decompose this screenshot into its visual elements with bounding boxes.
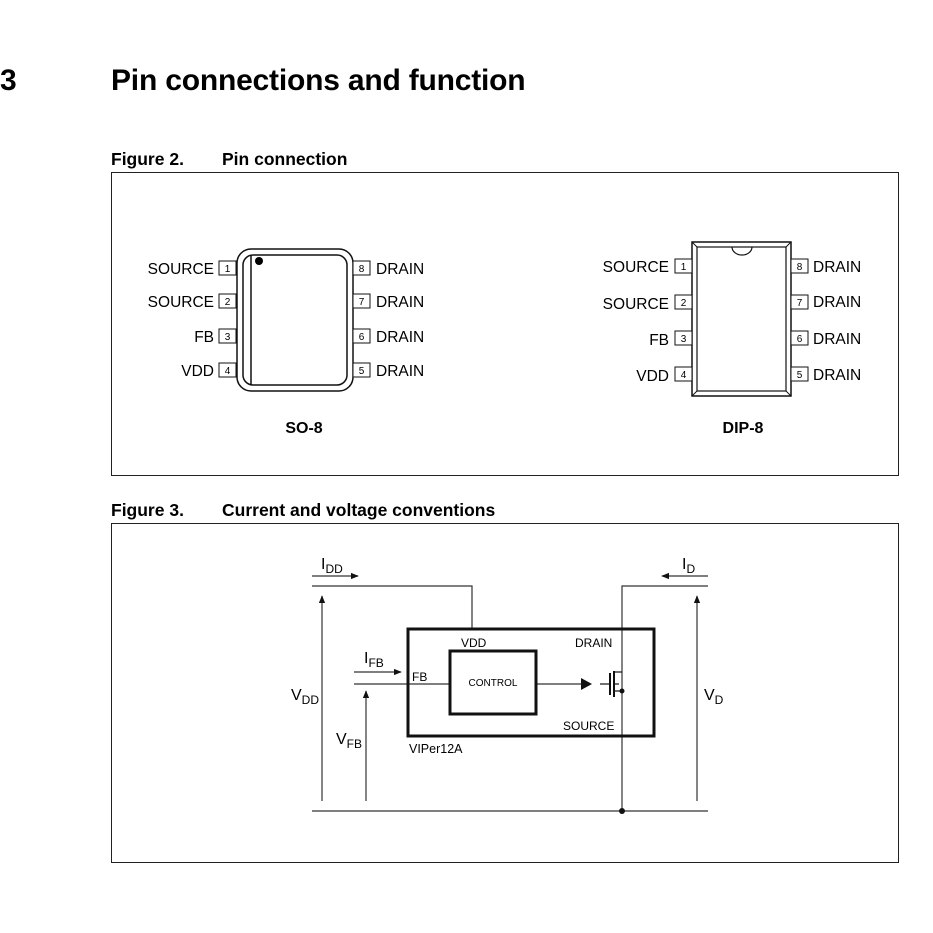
so8-pin-label: VDD xyxy=(181,363,214,380)
id-label: ID xyxy=(682,556,695,576)
so8-pin-label: DRAIN xyxy=(376,329,424,346)
dip8-pin-label: DRAIN xyxy=(813,259,861,276)
dip8-pin-label: DRAIN xyxy=(813,367,861,384)
dip8-pin-6: 6 DRAIN xyxy=(790,330,861,348)
so8-pin-number: 2 xyxy=(225,297,231,308)
dip8-pin-3: 3 FB xyxy=(649,330,693,349)
mosfet-icon xyxy=(600,671,622,697)
figure-3-caption: Figure 3. Current and voltage conventions xyxy=(111,500,495,521)
figure-2-frame: 1 SOURCE 2 SOURCE 3 FB 4 VDD 8 xyxy=(111,172,899,476)
so8-pin-number: 6 xyxy=(359,332,365,343)
so8-pin-label: DRAIN xyxy=(376,294,424,311)
so8-inner-body xyxy=(242,254,348,386)
so8-pin-number: 4 xyxy=(225,366,231,377)
dip8-pin-label: SOURCE xyxy=(603,259,669,276)
dip8-package: 1 SOURCE 2 SOURCE 3 FB 4 VDD 8 xyxy=(603,241,861,437)
dip8-pin-7: 7 DRAIN xyxy=(790,294,861,311)
so8-pin-number: 1 xyxy=(225,264,231,275)
so8-pin-label: SOURCE xyxy=(148,294,214,311)
viper12a-box xyxy=(406,627,656,738)
dip8-pin-5: 5 DRAIN xyxy=(790,366,861,384)
section-number: 3 xyxy=(0,64,17,97)
so8-pin-number: 5 xyxy=(359,366,365,377)
vdd-label: VDD xyxy=(291,687,319,707)
figure-3-title: Current and voltage conventions xyxy=(222,500,496,520)
so8-pin-label: DRAIN xyxy=(376,363,424,380)
gate-drive-arrow xyxy=(581,678,592,690)
control-block xyxy=(448,649,538,716)
dip8-pin-number: 6 xyxy=(797,334,803,345)
circuit-wires xyxy=(312,585,708,812)
vfb-label: VFB xyxy=(336,731,362,751)
current-voltage-diagram: IDD ID IFB VDD VFB VD VDD DRAIN FB SOURC… xyxy=(291,556,724,814)
dip8-inner-body xyxy=(696,246,787,392)
dip8-pin-number: 4 xyxy=(681,370,687,381)
dip8-pin-4: 4 VDD xyxy=(636,366,693,385)
section-title: Pin connections and function xyxy=(111,64,526,97)
dip8-package-name: DIP-8 xyxy=(723,420,764,437)
dip8-pin-8: 8 DRAIN xyxy=(790,258,861,276)
fb-pin-label: FB xyxy=(412,670,427,684)
so8-pin-1: 1 SOURCE xyxy=(148,260,237,278)
so8-package-name: SO-8 xyxy=(285,420,322,437)
ifb-label: IFB xyxy=(364,650,384,670)
vd-label: VD xyxy=(704,687,724,707)
so8-pin-7: 7 DRAIN xyxy=(352,293,424,311)
so8-pin-5: 5 DRAIN xyxy=(352,362,424,380)
so8-pin-label: DRAIN xyxy=(376,261,424,278)
source-pin-label: SOURCE xyxy=(563,719,614,733)
dip8-pin-number: 2 xyxy=(681,298,687,309)
so8-pin-8: 8 DRAIN xyxy=(352,260,424,278)
so8-outer-body xyxy=(236,248,354,392)
drain-pin-label: DRAIN xyxy=(575,636,612,650)
figure-3-label: Figure 3. xyxy=(111,500,184,520)
dip8-pin-number: 3 xyxy=(681,334,687,345)
dip8-pin-label: DRAIN xyxy=(813,331,861,348)
ground-junction-dot xyxy=(619,808,625,814)
figure-2-title: Pin connection xyxy=(222,149,348,169)
dip8-pin-label: DRAIN xyxy=(813,294,861,311)
idd-label: IDD xyxy=(321,556,343,576)
dip8-pin-number: 8 xyxy=(797,262,803,273)
dip8-pin-2: 2 SOURCE xyxy=(603,294,693,313)
device-name: VIPer12A xyxy=(409,742,463,756)
so8-pin-number: 7 xyxy=(359,297,365,308)
so8-pin-4: 4 VDD xyxy=(181,362,237,380)
so8-pin-label: FB xyxy=(194,329,214,346)
dip8-outer-body xyxy=(691,241,792,397)
so8-pin-number: 3 xyxy=(225,332,231,343)
so8-pin-3: 3 FB xyxy=(194,328,237,346)
so8-pin-2: 2 SOURCE xyxy=(148,293,237,311)
so8-pin-label: SOURCE xyxy=(148,261,214,278)
figure-2-caption: Figure 2. Pin connection xyxy=(111,149,347,170)
drain-source-wire xyxy=(621,585,708,811)
source-junction-dot xyxy=(619,688,625,694)
dip8-pin-1: 1 SOURCE xyxy=(603,258,693,276)
so8-package: 1 SOURCE 2 SOURCE 3 FB 4 VDD 8 xyxy=(148,248,424,437)
dip8-notch xyxy=(731,246,753,256)
dip8-pin-label: VDD xyxy=(636,368,669,385)
dip8-pin-label: SOURCE xyxy=(603,296,669,313)
dip8-pin-number: 1 xyxy=(681,262,687,273)
so8-pin-6: 6 DRAIN xyxy=(352,328,424,346)
control-label: CONTROL xyxy=(469,678,518,689)
so8-pin-number: 8 xyxy=(359,264,365,275)
so8-pin1-dot xyxy=(255,257,263,265)
vdd-pin-label: VDD xyxy=(461,636,487,650)
dip8-pin-number: 7 xyxy=(797,298,803,309)
vdd-wire xyxy=(312,585,473,629)
dip8-pin-number: 5 xyxy=(797,370,803,381)
figure-3-frame: IDD ID IFB VDD VFB VD VDD DRAIN FB SOURC… xyxy=(111,523,899,863)
figure-2-label: Figure 2. xyxy=(111,149,184,169)
pin-connection-diagram: 1 SOURCE 2 SOURCE 3 FB 4 VDD 8 xyxy=(148,241,861,437)
dip8-pin-label: FB xyxy=(649,332,669,349)
